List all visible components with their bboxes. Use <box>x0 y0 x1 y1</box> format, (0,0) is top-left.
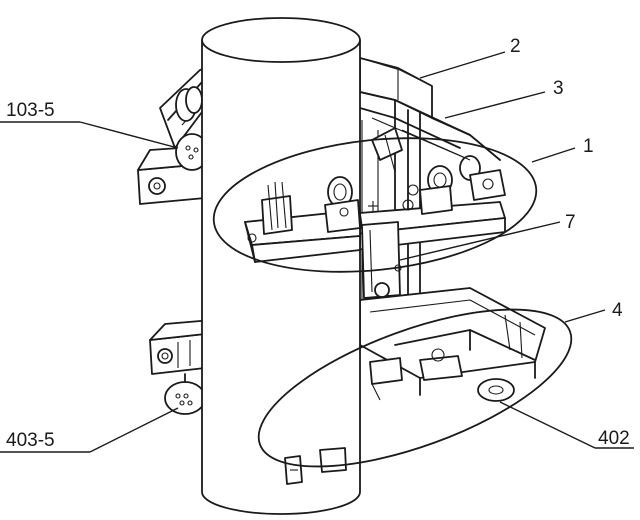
pillar <box>201 17 361 515</box>
label-402: 402 <box>598 428 630 449</box>
label-4: 4 <box>612 300 623 321</box>
rear-housing <box>359 57 433 119</box>
label-403-5: 403-5 <box>6 430 55 451</box>
label-3: 3 <box>553 78 564 99</box>
lower-carriage <box>359 287 546 402</box>
label-103-5: 103-5 <box>6 100 55 121</box>
leader-lines <box>0 51 634 453</box>
label-1: 1 <box>583 136 594 157</box>
label-2: 2 <box>510 36 521 57</box>
highlight-ellipses <box>212 137 573 468</box>
label-7: 7 <box>565 212 576 233</box>
